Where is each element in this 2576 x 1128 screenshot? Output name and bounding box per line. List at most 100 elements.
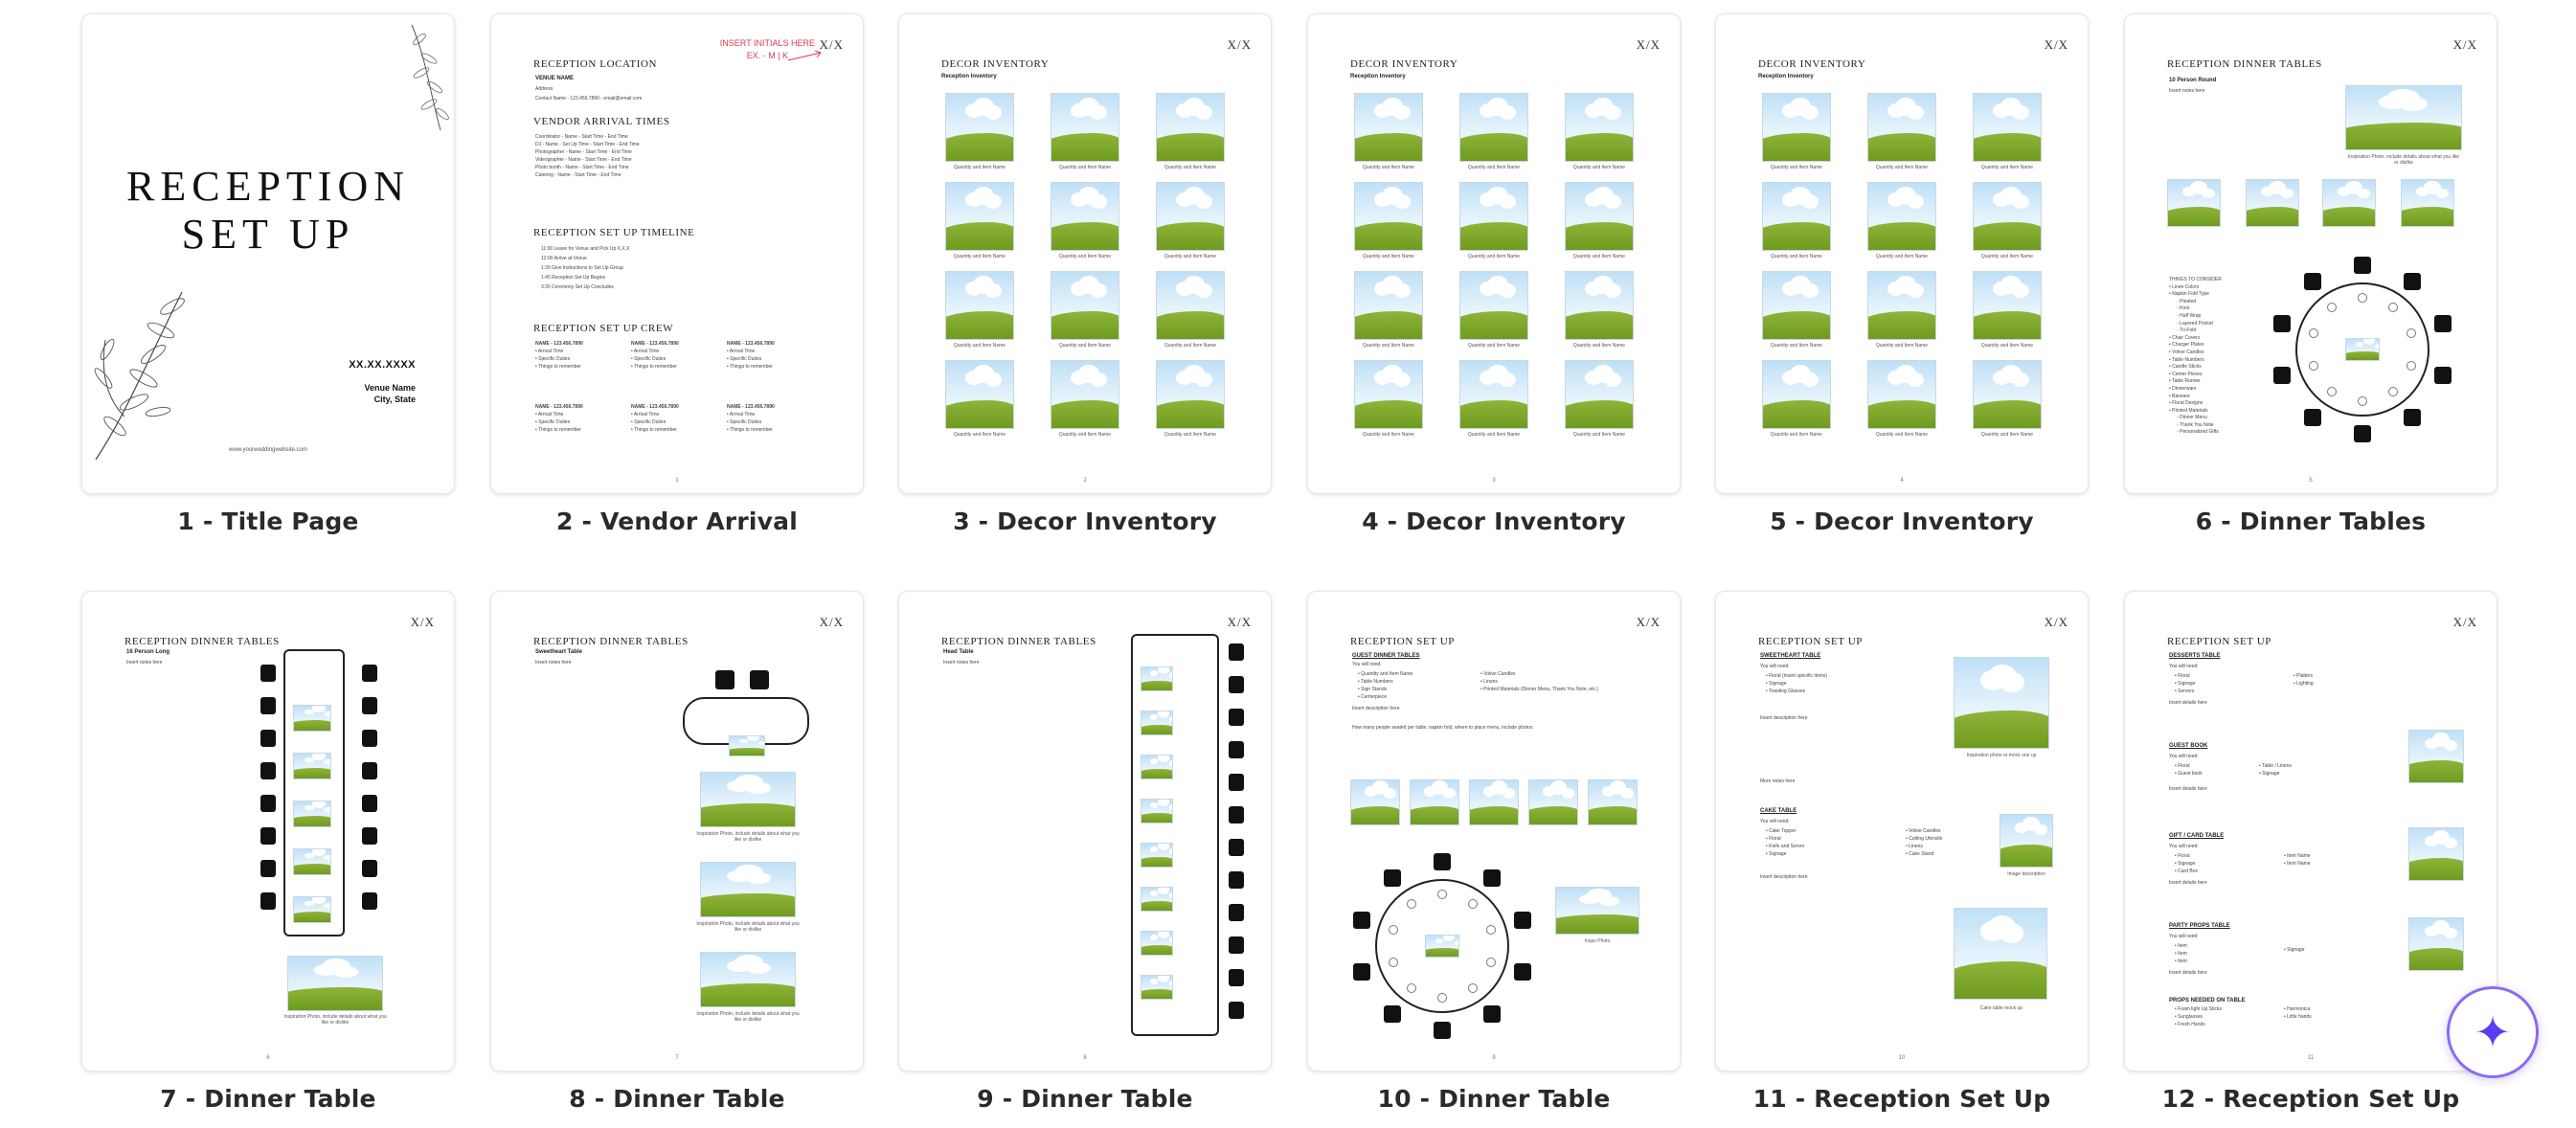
place-setting <box>2308 328 2318 339</box>
decor-image <box>1588 779 1638 825</box>
head-table <box>1131 634 1219 1036</box>
page-number: 4 <box>1900 478 1904 484</box>
page-number: 7 <box>675 1055 679 1061</box>
round-table <box>1375 879 1509 1013</box>
page-card[interactable]: X/X RECEPTION SET UP GUEST DINNER TABLES… <box>1307 591 1681 1072</box>
seat <box>362 795 377 812</box>
item-caption: Quantity and Item Name <box>1875 254 1929 259</box>
page-caption[interactable]: 11 - Reception Set Up <box>1752 1085 2051 1113</box>
seat <box>1229 904 1244 921</box>
decor-image <box>1141 975 1173 1000</box>
page-card[interactable]: X/X RECEPTION SET UP SWEETHEART TABLE Yo… <box>1715 591 2089 1072</box>
seat <box>1229 643 1244 661</box>
items-list: • Item• Item• Item <box>2175 943 2187 964</box>
page-number: 5 <box>2309 478 2313 484</box>
seat <box>2433 367 2452 385</box>
page-card[interactable]: X/X RECEPTION DINNER TABLES 10 Person Ro… <box>2124 13 2497 494</box>
decor-image <box>945 93 1014 162</box>
items-list: • Cake Topper• Floral • Knife and Server… <box>1766 828 1805 857</box>
place-setting <box>1437 890 1447 899</box>
page-caption[interactable]: 8 - Dinner Table <box>569 1085 785 1113</box>
page-card[interactable]: X/X RECEPTION DINNER TABLES Head Table I… <box>898 591 1272 1072</box>
page-tile-10[interactable]: X/X RECEPTION SET UP GUEST DINNER TABLES… <box>1307 591 1681 1113</box>
page-caption[interactable]: 2 - Vendor Arrival <box>556 508 798 535</box>
page-caption[interactable]: 10 - Dinner Table <box>1377 1085 1611 1113</box>
item-caption: Quantity and Item Name <box>1467 254 1521 259</box>
item-caption: Quantity and Item Name <box>1164 432 1217 438</box>
page-caption[interactable]: 9 - Dinner Table <box>977 1085 1193 1113</box>
inspiration-image <box>2345 85 2462 150</box>
page-caption[interactable]: 4 - Decor Inventory <box>1362 508 1626 535</box>
page-tile-12[interactable]: X/X RECEPTION SET UP DESSERTS TABLE You … <box>2124 591 2497 1113</box>
place-setting <box>2387 386 2398 396</box>
decor-image <box>1459 182 1528 251</box>
item-caption: Quantity and Item Name <box>1467 343 1521 349</box>
page-card[interactable]: X/X RECEPTION SET UP DESSERTS TABLE You … <box>2124 591 2497 1072</box>
decor-image <box>945 360 1014 429</box>
item-caption: Quantity and Item Name <box>1362 165 1415 170</box>
decor-image <box>1973 271 2042 340</box>
long-table <box>283 649 345 936</box>
page-heading: DECOR INVENTORY <box>1350 58 1458 70</box>
page-caption[interactable]: 5 - Decor Inventory <box>1770 508 2034 535</box>
seat <box>1353 963 1371 981</box>
items-list: • Votive Candles• Cutting Utensils • Lin… <box>1906 828 1943 857</box>
details-text: Insert details here <box>2169 700 2207 706</box>
page-tile-2[interactable]: INSERT INITIALS HERE EX. - M | K X/X REC… <box>490 13 864 535</box>
table-subtitle: Sweetheart Table <box>535 649 582 655</box>
page-tile-6[interactable]: X/X RECEPTION DINNER TABLES 10 Person Ro… <box>2124 13 2497 535</box>
place-setting <box>2327 303 2338 313</box>
page-caption[interactable]: 7 - Dinner Table <box>160 1085 376 1113</box>
decor-image <box>945 182 1014 251</box>
page-caption[interactable]: 3 - Decor Inventory <box>953 508 1217 535</box>
table-subtitle: 16 Person Long <box>126 649 170 655</box>
page-card[interactable]: X/X RECEPTION DINNER TABLES 16 Person Lo… <box>81 591 455 1072</box>
decor-image <box>293 753 331 779</box>
decor-image <box>1867 93 1936 162</box>
decor-image <box>1141 887 1173 912</box>
decor-image <box>293 896 331 923</box>
page-tile-7[interactable]: X/X RECEPTION DINNER TABLES 16 Person Lo… <box>81 591 455 1113</box>
page-tile-8[interactable]: X/X RECEPTION DINNER TABLES Sweetheart T… <box>490 591 864 1113</box>
description-text: Insert description here <box>1760 715 1808 721</box>
page-tile-11[interactable]: X/X RECEPTION SET UP SWEETHEART TABLE Yo… <box>1715 591 2089 1113</box>
vendor-list: Coordinator - Name - Start Time - End Ti… <box>535 134 640 178</box>
decor-image <box>1762 182 1831 251</box>
page-xx-marker: X/X <box>2044 37 2068 52</box>
items-list: • Foam light Up Sticks• Sunglasses• Fres… <box>2175 1006 2222 1027</box>
place-setting <box>1437 993 1447 1003</box>
contact-text: Contact Name - 123.456.7890 - email@emai… <box>535 96 643 102</box>
decor-image <box>1973 360 2042 429</box>
decor-image <box>1762 93 1831 162</box>
page-caption[interactable]: 1 - Title Page <box>177 508 359 535</box>
items-list: • Floral• Signage• Card Box <box>2175 853 2198 874</box>
item-caption: Quantity and Item Name <box>1770 165 1823 170</box>
page-tile-9[interactable]: X/X RECEPTION DINNER TABLES Head Table I… <box>898 591 1272 1113</box>
item-caption: Quantity and Item Name <box>1362 343 1415 349</box>
magic-assistant-button[interactable]: ✦ <box>2447 986 2539 1078</box>
seat <box>2273 314 2292 332</box>
decor-image <box>1459 93 1528 162</box>
page-card[interactable]: INSERT INITIALS HERE EX. - M | K X/X REC… <box>490 13 864 494</box>
page-caption[interactable]: 6 - Dinner Tables <box>2195 508 2427 535</box>
item-caption: Quantity and Item Name <box>1770 343 1823 349</box>
seat <box>750 670 769 689</box>
page-card[interactable]: X/X RECEPTION DINNER TABLES Sweetheart T… <box>490 591 864 1072</box>
place-setting <box>1486 925 1497 936</box>
page-number: 8 <box>1083 1055 1087 1061</box>
section-heading: GUEST DINNER TABLES <box>1352 653 1420 659</box>
seat <box>260 697 276 714</box>
page-number: 6 <box>266 1055 270 1061</box>
page-caption[interactable]: 12 - Reception Set Up <box>2161 1085 2460 1113</box>
page-number: 1 <box>675 478 679 484</box>
page-heading: RECEPTION DINNER TABLES <box>124 636 280 647</box>
